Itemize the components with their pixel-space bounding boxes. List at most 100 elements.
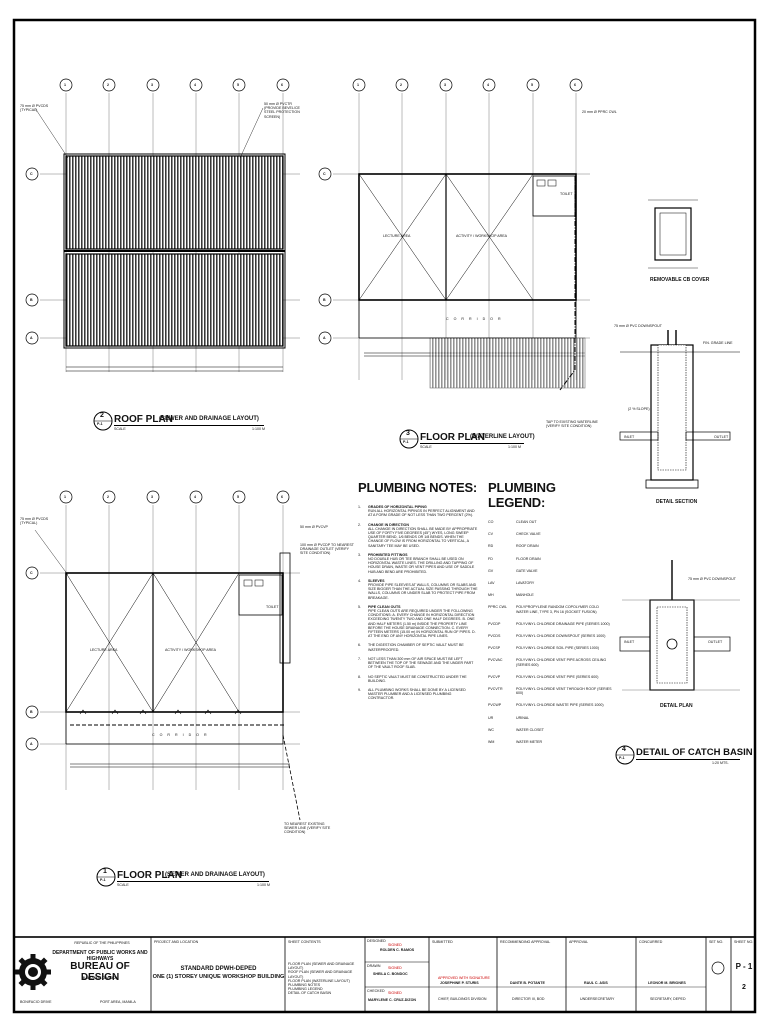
legend-description: POLYVINYL CHLORIDE VENT PIPE (SERIES 600… bbox=[516, 674, 599, 679]
submitter-name: JOSEPHINE P. STURIS bbox=[440, 981, 479, 985]
drawing-number-bubble bbox=[93, 411, 113, 431]
sheet-contents-item: ROOF PLAN (SEWER AND DRAINAGE LAYOUT) bbox=[288, 970, 353, 979]
department-label: DEPARTMENT OF PUBLIC WORKS AND HIGHWAYS bbox=[52, 950, 148, 962]
note-text: RUN ALL HORIZONTAL PIPINGS IN PERFECT AL… bbox=[368, 509, 475, 518]
note-number: 7. bbox=[358, 656, 361, 661]
note-text: THE DIGESTION CHAMBER OF SEPTIC VAULT MU… bbox=[368, 643, 464, 652]
downspout-label: 75 mm Ø PVC DOWNSPOUT bbox=[688, 577, 736, 581]
grid-col-label: 1 bbox=[64, 495, 66, 499]
note-text: NO SEPTIC VAULT MUST BE CONSTRUCTED UNDE… bbox=[368, 674, 467, 683]
approver-title: UNDERSECRETARY bbox=[580, 997, 615, 1001]
drawing-subtitle: (WATERLINE LAYOUT) bbox=[470, 434, 535, 440]
sewer-pvcds-label: 75 mm Ø PVCDS (TYPICAL) bbox=[20, 517, 49, 526]
note-text: PROVIDE PIPE SLEEVES AT WALLS, COLUMNS O… bbox=[368, 583, 478, 600]
grade-line-label: FIN. GRADE LINE bbox=[703, 341, 733, 345]
legend-abbreviation: PVCSP bbox=[488, 646, 501, 651]
note-number: 8. bbox=[358, 674, 361, 679]
legend-abbreviation: UR bbox=[488, 715, 494, 720]
grid-row-label: A bbox=[30, 336, 33, 340]
sheet-contents-item: PLUMBING LEGEND bbox=[288, 987, 323, 992]
toilet-label: TOILET bbox=[266, 605, 279, 609]
note-item: 6.THE DIGESTION CHAMBER OF SEPTIC VAULT … bbox=[358, 643, 478, 651]
drawing-number-bubble bbox=[615, 745, 635, 765]
removable-cover-label: REMOVABLE CB COVER bbox=[650, 277, 710, 283]
grid-col-label: 6 bbox=[281, 495, 283, 499]
drawing-number-bubble bbox=[399, 429, 419, 449]
catch-basin-title: 4 P-1 DETAIL OF CATCH BASIN 1:20 MTS. bbox=[614, 744, 753, 774]
legend-description: LAVATORY bbox=[516, 581, 535, 586]
catch-basin-details bbox=[619, 199, 740, 691]
drawing-ratio: 1:100 M bbox=[252, 427, 265, 431]
drawing-sheet-ref: P-1 bbox=[619, 756, 625, 760]
outlet-label: OUTLET bbox=[714, 435, 729, 439]
legend-abbreviation: PVCVAC bbox=[488, 658, 503, 663]
roof-pvctr-label: 50 mm Ø PVCTR (PROVIDE BEVEL/CE STEEL PR… bbox=[264, 102, 300, 119]
title-block-lines bbox=[13, 936, 756, 1013]
legend-abbreviation: CO bbox=[488, 520, 494, 524]
detail-section-label: DETAIL SECTION bbox=[656, 499, 698, 505]
signed-stamp: SIGNED bbox=[388, 966, 402, 970]
sheet-number: P - 1 bbox=[735, 962, 753, 971]
title-underline bbox=[114, 425, 264, 426]
legend-item: PVCSP POLYVINYL CHLORIDE SOIL PIPE (SERIE… bbox=[488, 646, 612, 650]
legend-abbreviation: LAV bbox=[488, 581, 495, 586]
grid-col-label: 1 bbox=[64, 83, 66, 87]
legend-item: WC WATER CLOSET bbox=[488, 728, 612, 732]
grid-col-label: 3 bbox=[151, 83, 153, 87]
approval-caption: APPROVAL bbox=[569, 940, 589, 944]
checked-caption: CHECKED bbox=[367, 989, 385, 993]
legend-description: MANHOLE bbox=[516, 593, 534, 598]
designed-caption: DESIGNED bbox=[367, 939, 386, 943]
concurred-caption: CONCURRED bbox=[639, 940, 663, 944]
legend-abbreviation: PVCVP bbox=[488, 674, 501, 679]
note-text: NO DOUBLE HUB OR TEE BRANCH SHALL BE USE… bbox=[368, 557, 475, 574]
legend-description: POLYVINYL CHLORIDE SOIL PIPE (SERIES 100… bbox=[516, 646, 599, 651]
approver-name: RAUL C. ASIS bbox=[584, 981, 608, 985]
drafter-name: SHEILA C. BONDOC bbox=[373, 972, 408, 976]
corridor-label: C O R R I D O R bbox=[152, 733, 209, 737]
slope-label: (2 % SLOPE) bbox=[628, 407, 650, 411]
dpwh-logo bbox=[15, 954, 51, 990]
lecture-area-label: LECTURE AREA bbox=[90, 648, 118, 652]
note-number: 4. bbox=[358, 578, 361, 583]
note-text: ALL PLUMBING WORKS SHALL BE DONE BY A LI… bbox=[368, 687, 466, 701]
note-item: 7.NOT LESS THAN 300 mm OF AIR SPACE MUST… bbox=[358, 657, 478, 670]
drawing-title: FLOOR PLAN bbox=[117, 870, 182, 881]
sheet-contents-item: FLOOR PLAN (WATERLINE LAYOUT) bbox=[288, 978, 350, 983]
legend-item: LAV LAVATORY bbox=[488, 581, 612, 585]
note-text: ALL CHANGE IN DIRECTION SHALL BE MADE BY… bbox=[368, 526, 478, 548]
title-underline bbox=[420, 443, 524, 444]
concurrer-title: SECRETARY, DEPED bbox=[650, 997, 686, 1001]
grid-col-label: 5 bbox=[237, 495, 239, 499]
legend-item: PVCVP POLYVINYL CHLORIDE VENT PIPE (SERIE… bbox=[488, 675, 612, 679]
grid-col-label: 4 bbox=[487, 83, 489, 87]
legend-description: POLYVINYL CHLORIDE WASTE PIPE (SERIES 10… bbox=[516, 703, 604, 708]
grid-col-label: 6 bbox=[281, 83, 283, 87]
ppr-cwl-label: 20 mm Ø PPRC CWL bbox=[582, 110, 617, 114]
legend-description: WATER CLOSET bbox=[516, 727, 544, 732]
office-label: BONIFACIO DRIVE bbox=[20, 1000, 52, 1004]
drawing-subtitle: (SEWER AND DRAINAGE LAYOUT) bbox=[165, 872, 265, 878]
detail-plan-label: DETAIL PLAN bbox=[660, 703, 693, 709]
division-label: BUILDINGS DIVISION bbox=[81, 976, 119, 980]
legend-abbreviation: WC bbox=[488, 727, 494, 732]
legend-abbreviation: GV bbox=[488, 568, 494, 573]
pvcvp-label: 50 mm Ø PVCVP bbox=[300, 525, 328, 529]
drawing-title: DETAIL OF CATCH BASIN bbox=[636, 747, 753, 758]
sheet-total: 2 bbox=[742, 984, 746, 991]
legend-abbreviation: PVCVTR bbox=[488, 687, 503, 692]
note-title: SLEEVES bbox=[368, 578, 385, 583]
drawing-ratio: 1:100 M bbox=[257, 883, 270, 887]
note-number: 3. bbox=[358, 552, 361, 557]
